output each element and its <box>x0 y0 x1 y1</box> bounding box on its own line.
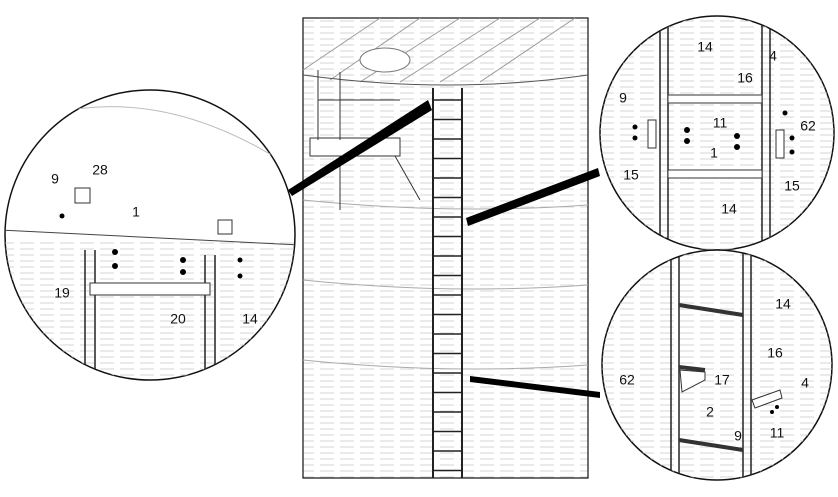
detail-circle-roof-bracket: 9 28 1 19 20 14 <box>4 89 296 381</box>
part-label: 14 <box>775 296 791 312</box>
part-label: 9 <box>51 171 59 187</box>
part-label: 14 <box>242 311 258 327</box>
part-label: 15 <box>623 167 639 183</box>
part-label: 20 <box>170 311 186 327</box>
ladder <box>432 88 463 478</box>
part-label: 9 <box>734 428 742 444</box>
part-label: 15 <box>784 178 800 194</box>
part-label: 14 <box>697 39 713 55</box>
part-label: 62 <box>800 118 816 134</box>
part-label: 17 <box>714 372 730 388</box>
detail-circle-ladder-splice: 14 4 16 9 11 62 1 15 15 14 <box>599 15 835 251</box>
part-label: 4 <box>801 375 809 391</box>
part-label: 11 <box>770 425 785 441</box>
callout-leaders <box>288 100 600 398</box>
part-label: 9 <box>619 90 627 106</box>
part-label: 4 <box>769 48 777 64</box>
silo-overview-panel <box>302 17 589 479</box>
part-label: 16 <box>737 70 753 86</box>
part-label: 1 <box>132 204 140 220</box>
part-label: 62 <box>619 372 635 388</box>
part-label: 28 <box>92 162 108 178</box>
part-label: 16 <box>767 345 783 361</box>
part-label: 14 <box>721 201 737 217</box>
part-label: 1 <box>710 145 718 161</box>
part-label: 11 <box>713 115 728 131</box>
detail-circle-wall-bracket: 14 16 62 17 4 2 9 11 <box>601 249 833 481</box>
part-label: 2 <box>706 404 714 420</box>
part-label: 19 <box>54 285 70 301</box>
